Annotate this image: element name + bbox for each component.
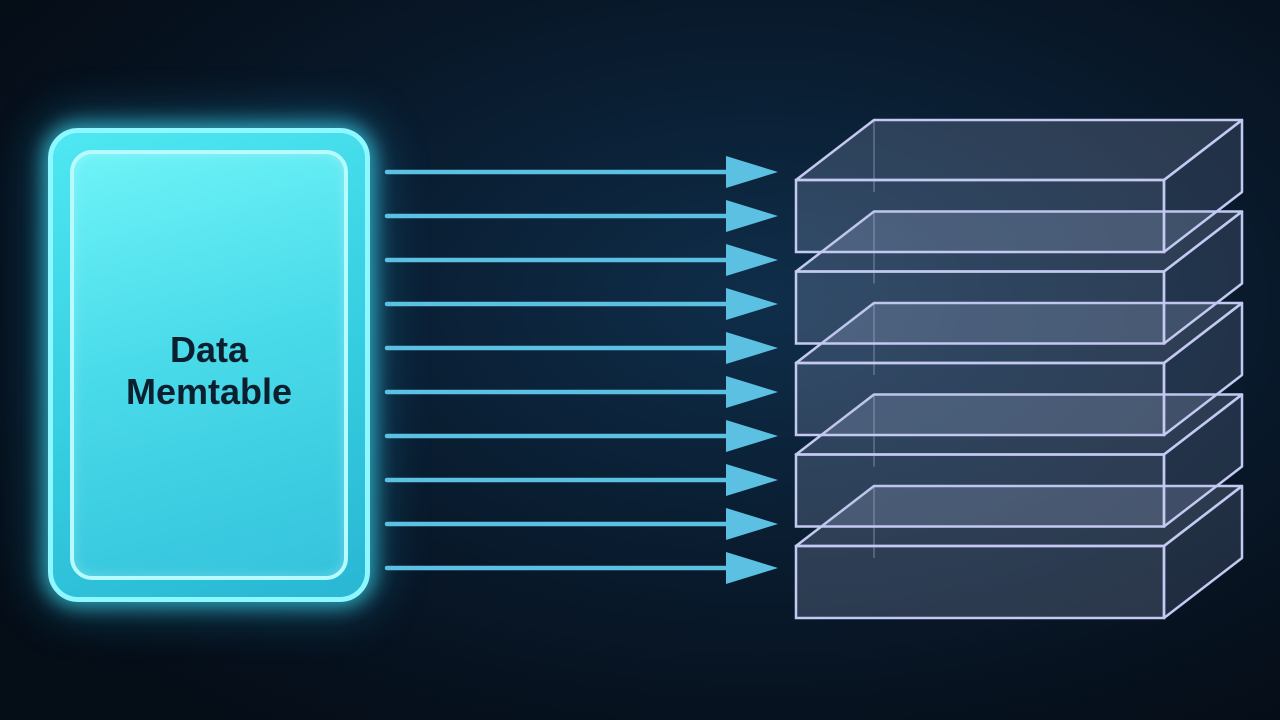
- flush-arrow: [384, 244, 778, 276]
- flush-arrow: [384, 552, 778, 584]
- flush-arrow: [384, 288, 778, 320]
- flush-arrow: [384, 156, 778, 188]
- sstable-layer: [794, 301, 1244, 437]
- memtable-label: Data Memtable: [53, 329, 365, 413]
- sstable-layer: [794, 484, 1244, 620]
- sstable-stack: [794, 118, 1244, 620]
- flush-arrow: [384, 200, 778, 232]
- sstable-layer: [794, 393, 1244, 528]
- flush-arrow: [384, 376, 778, 408]
- memtable-label-line1: Data: [169, 329, 249, 370]
- memtable-inner-frame: [70, 150, 348, 580]
- flush-arrow: [384, 508, 778, 540]
- flush-arrows: [384, 156, 778, 584]
- sstable-layer: [794, 118, 1244, 254]
- flush-arrow: [384, 332, 778, 364]
- memtable-label-line2: Memtable: [125, 371, 293, 412]
- flush-arrow: [384, 464, 778, 496]
- flush-arrow: [384, 420, 778, 452]
- sstable-layer: [794, 210, 1244, 345]
- memtable-block: Data Memtable: [48, 128, 370, 602]
